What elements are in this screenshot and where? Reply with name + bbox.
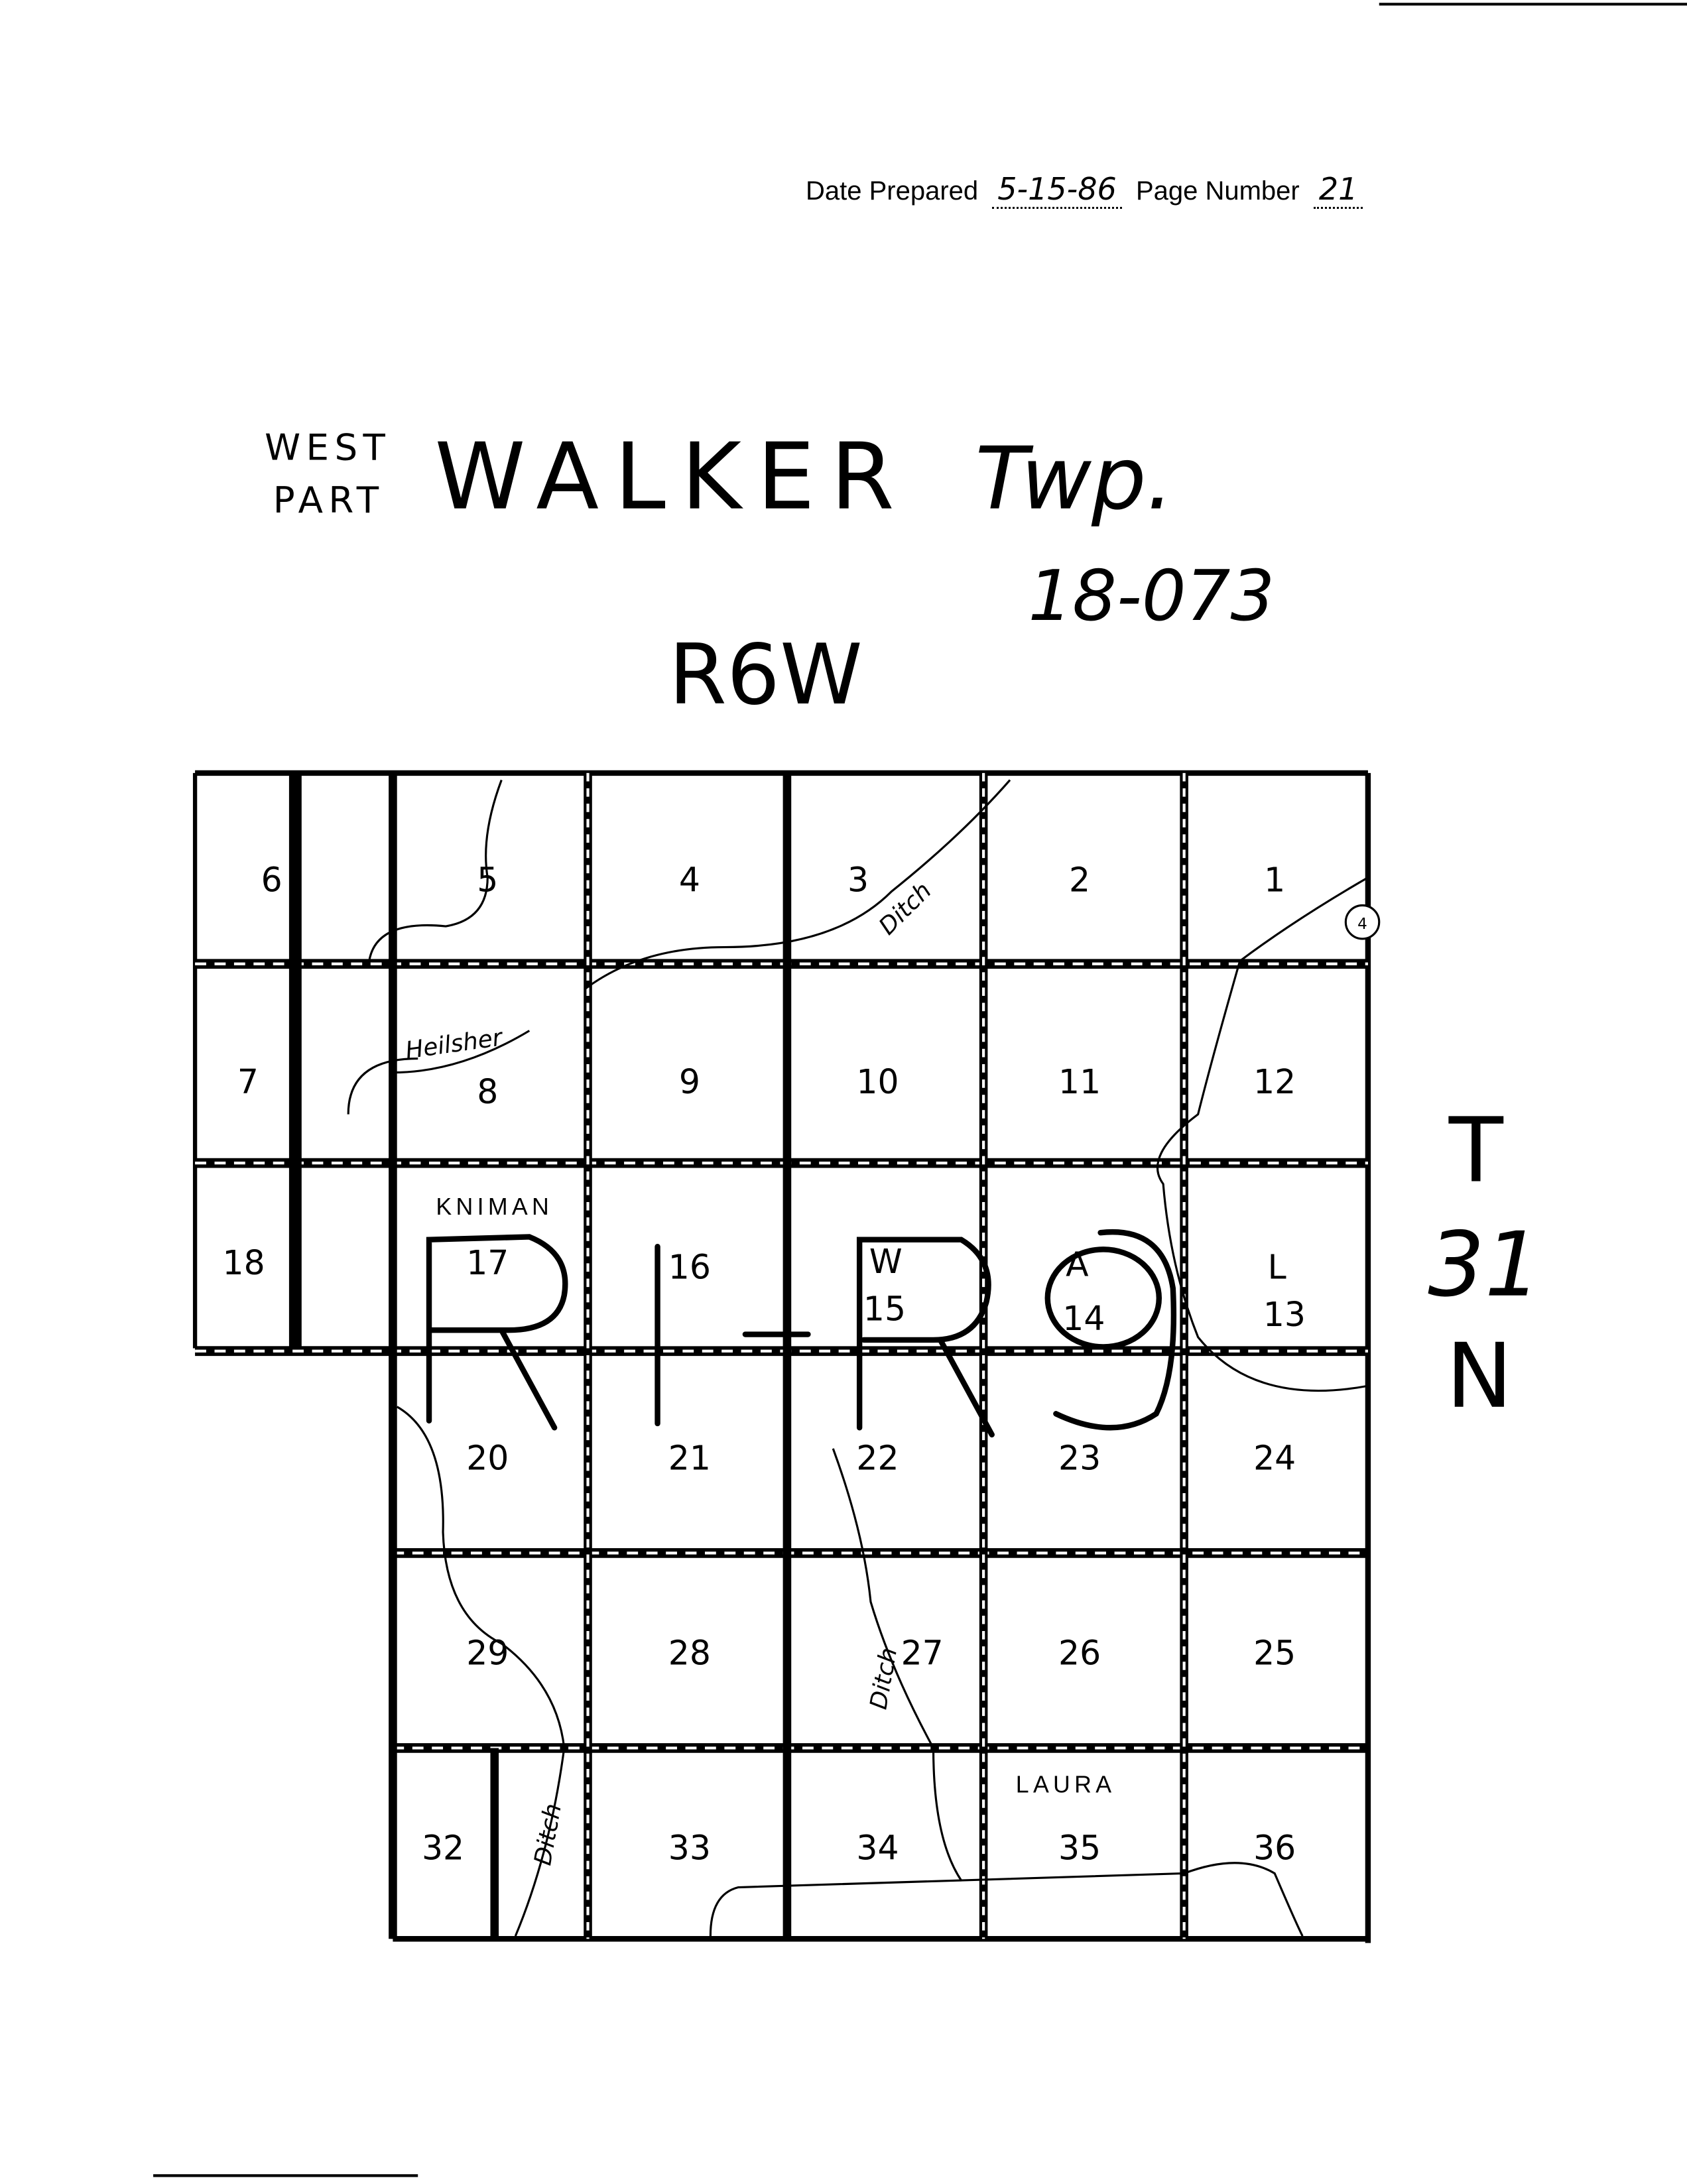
section-number: 23 [1058, 1438, 1101, 1477]
section-number: 36 [1253, 1829, 1296, 1868]
stream-line [584, 779, 1011, 990]
section-number: 33 [668, 1829, 711, 1868]
west-label: WEST [265, 426, 391, 468]
section-number: 20 [466, 1438, 509, 1477]
section-number: 9 [679, 1062, 700, 1101]
circle-mark [1044, 1246, 1162, 1350]
township-code: 18-073 [1028, 556, 1275, 637]
twp-label: Twp. [975, 428, 1174, 529]
section-number: 32 [422, 1829, 464, 1868]
section-number: 7 [237, 1062, 259, 1101]
place-kniman: KNIMAN [436, 1193, 553, 1220]
section-number: 17 [466, 1243, 509, 1282]
section-number: 16 [668, 1247, 711, 1286]
section-number: 34 [856, 1829, 899, 1868]
range-label: R6W [668, 626, 862, 723]
section-number: 27 [901, 1633, 944, 1672]
section-number: 6 [261, 860, 282, 899]
section-number: 2 [1069, 860, 1090, 899]
annotation-a: A [1066, 1244, 1089, 1284]
section-number: 28 [668, 1633, 711, 1672]
stream-line [709, 1879, 962, 1937]
section-number: 22 [856, 1438, 899, 1477]
tier-t: T [1448, 1098, 1504, 1202]
section-number: 10 [856, 1062, 899, 1101]
section-number: 24 [1253, 1438, 1296, 1477]
section-number: 29 [466, 1633, 509, 1672]
header: Date Prepared 5-15-86 Page Number 21 [806, 171, 1369, 209]
section-number: 1 [1264, 860, 1285, 899]
section-number: 3 [847, 860, 869, 899]
section-number: 35 [1058, 1829, 1101, 1868]
place-laura: LAURA [1016, 1772, 1116, 1798]
page-label: Page Number [1135, 176, 1300, 206]
route-number: 4 [1357, 916, 1367, 933]
streams [347, 779, 1369, 1937]
section-grid [192, 770, 1371, 1943]
section-number: 14 [1062, 1299, 1105, 1338]
tier-n: N [1446, 1324, 1513, 1428]
date-value: 5-15-86 [992, 171, 1122, 209]
ditch-label: Ditch [865, 1646, 903, 1711]
section-number: 26 [1058, 1633, 1101, 1672]
section-number: 4 [679, 860, 700, 899]
section-number: 21 [668, 1438, 711, 1477]
route-shield-icon [1344, 904, 1381, 940]
tier-num: 31 [1428, 1213, 1541, 1317]
stream-line [832, 1448, 1304, 1937]
date-label: Date Prepared [806, 176, 979, 206]
section-number: 18 [223, 1243, 265, 1282]
stream-line [396, 1406, 566, 1937]
stream-line [368, 779, 503, 961]
ditch-label: Ditch [874, 877, 937, 940]
annotation-l: L [1268, 1247, 1286, 1286]
section-number: 11 [1058, 1062, 1101, 1101]
township-name: WALKER [434, 423, 894, 530]
section-number: 13 [1263, 1295, 1306, 1334]
ditch-label: Ditch [529, 1801, 567, 1867]
letter-r-mark [426, 1234, 568, 1431]
section-number: 12 [1253, 1062, 1296, 1101]
stream-line [347, 1030, 531, 1115]
annotation-w: W [869, 1242, 903, 1281]
stream-line [1156, 877, 1369, 1392]
page-value: 21 [1313, 171, 1363, 209]
handwritten-markup [426, 1229, 1177, 1437]
letter-9-mark [1053, 1229, 1177, 1431]
place-heilsher: Heilsher [404, 1024, 505, 1064]
section-number: 8 [477, 1072, 498, 1111]
section-number: 15 [863, 1290, 906, 1329]
letter-r-mark [856, 1237, 995, 1437]
section-number: 25 [1253, 1633, 1296, 1672]
part-label: PART [273, 479, 385, 521]
